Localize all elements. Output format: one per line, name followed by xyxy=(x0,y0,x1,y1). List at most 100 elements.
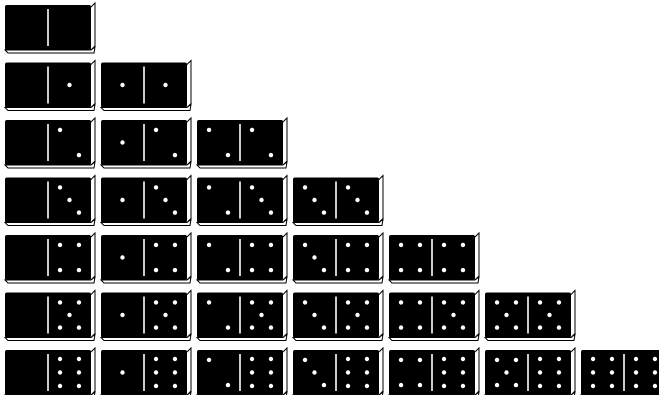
domino-pip-left xyxy=(418,300,422,304)
domino-pip-right xyxy=(250,357,254,361)
domino-0-3 xyxy=(5,176,95,226)
domino-6-6 xyxy=(581,348,659,395)
domino-pip-right xyxy=(365,370,369,374)
domino-pip-left xyxy=(514,358,518,362)
domino-pip-right xyxy=(461,300,465,304)
domino-pip-left xyxy=(610,384,614,388)
domino-pip-right xyxy=(269,357,273,361)
domino-pip-right xyxy=(154,185,158,189)
domino-0-6 xyxy=(5,348,95,395)
domino-pip-left xyxy=(418,325,422,329)
domino-pip-right xyxy=(653,357,657,361)
domino-pip-right xyxy=(173,210,177,214)
domino-pip-right xyxy=(365,210,369,214)
domino-1-3 xyxy=(101,176,191,226)
domino-pip-right xyxy=(355,313,359,317)
domino-pip-right xyxy=(58,300,62,304)
domino-pip-left xyxy=(303,243,307,247)
domino-pip-right xyxy=(250,370,254,374)
domino-pip-right xyxy=(442,384,446,388)
domino-pip-right xyxy=(346,325,350,329)
domino-pip-right xyxy=(653,384,657,388)
domino-pip-left xyxy=(610,357,614,361)
domino-pip-left xyxy=(514,325,518,329)
domino-pip-right xyxy=(77,243,81,247)
domino-pip-left xyxy=(312,313,316,317)
domino-pip-right xyxy=(77,384,81,388)
domino-pip-right xyxy=(67,83,71,87)
domino-pip-left xyxy=(504,313,508,317)
domino-pip-right xyxy=(173,384,177,388)
domino-pip-left xyxy=(399,383,403,387)
domino-pip-right xyxy=(346,243,350,247)
domino-pip-right xyxy=(77,357,81,361)
domino-pip-right xyxy=(346,300,350,304)
domino-1-4 xyxy=(101,233,191,283)
domino-pip-left xyxy=(399,358,403,362)
domino-pip-right xyxy=(58,325,62,329)
domino-pip-left xyxy=(399,325,403,329)
domino-pip-right xyxy=(58,128,62,132)
domino-pip-right xyxy=(461,268,465,272)
domino-pip-left xyxy=(399,300,403,304)
domino-3-4 xyxy=(293,233,383,283)
domino-pip-right xyxy=(538,325,542,329)
domino-pip-right xyxy=(442,325,446,329)
domino-pip-right xyxy=(346,185,350,189)
domino-pip-right xyxy=(557,357,561,361)
domino-pip-right xyxy=(461,357,465,361)
domino-pip-right xyxy=(154,357,158,361)
domino-pip-right xyxy=(557,370,561,374)
domino-pip-right xyxy=(269,210,273,214)
domino-5-5 xyxy=(485,291,575,341)
domino-pip-right xyxy=(259,313,263,317)
domino-pip-left xyxy=(303,358,307,362)
domino-pip-right xyxy=(557,325,561,329)
domino-pip-left xyxy=(226,325,230,329)
domino-pip-left xyxy=(495,383,499,387)
domino-pip-right xyxy=(154,325,158,329)
domino-pip-right xyxy=(346,384,350,388)
domino-pip-left xyxy=(418,383,422,387)
domino-pip-left xyxy=(207,128,211,132)
domino-3-5 xyxy=(293,291,383,341)
domino-pip-right xyxy=(365,384,369,388)
domino-pip-left xyxy=(226,153,230,157)
domino-pip-right xyxy=(653,370,657,374)
domino-pip-right xyxy=(173,357,177,361)
domino-pip-left xyxy=(591,384,595,388)
domino-pip-left xyxy=(226,383,230,387)
domino-pip-left xyxy=(514,300,518,304)
domino-pip-left xyxy=(322,383,326,387)
domino-pip-right xyxy=(67,313,71,317)
domino-2-6 xyxy=(197,348,287,395)
domino-3-3 xyxy=(293,176,383,226)
domino-pip-left xyxy=(120,313,124,317)
domino-4-6 xyxy=(389,348,479,395)
domino-pip-right xyxy=(269,153,273,157)
domino-pip-right xyxy=(365,300,369,304)
domino-pip-left xyxy=(495,325,499,329)
domino-pip-right xyxy=(58,357,62,361)
domino-pip-left xyxy=(418,358,422,362)
domino-pip-right xyxy=(461,384,465,388)
domino-pip-right xyxy=(58,370,62,374)
domino-pip-right xyxy=(269,370,273,374)
domino-pip-right xyxy=(269,243,273,247)
domino-pip-right xyxy=(173,300,177,304)
domino-pip-right xyxy=(538,300,542,304)
domino-pip-left xyxy=(207,243,211,247)
domino-pip-right xyxy=(58,185,62,189)
domino-pip-right xyxy=(77,300,81,304)
domino-pip-right xyxy=(538,370,542,374)
domino-pip-left xyxy=(591,370,595,374)
domino-pip-left xyxy=(120,140,124,144)
domino-pip-right xyxy=(173,370,177,374)
domino-2-5 xyxy=(197,291,287,341)
domino-pip-right xyxy=(538,357,542,361)
domino-pip-right xyxy=(461,325,465,329)
domino-pip-right xyxy=(163,83,167,87)
domino-2-4 xyxy=(197,233,287,283)
domino-pip-left xyxy=(120,370,124,374)
domino-pip-right xyxy=(154,370,158,374)
